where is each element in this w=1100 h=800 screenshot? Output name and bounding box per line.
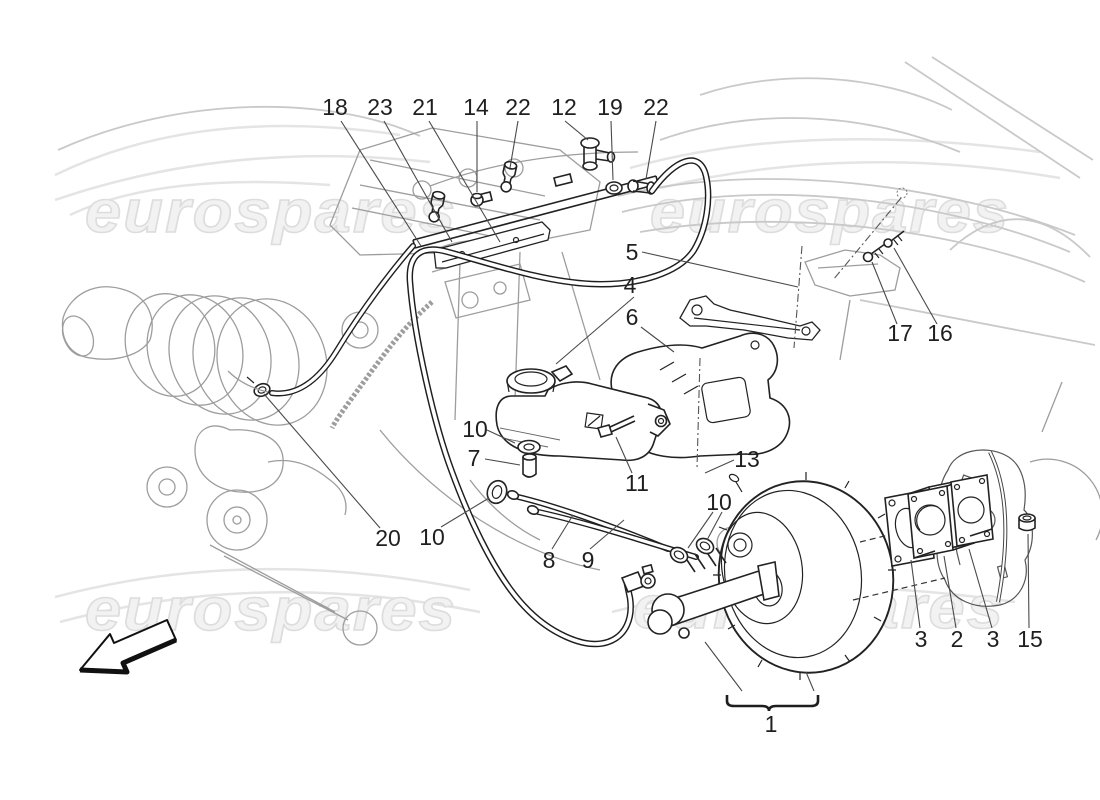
bushing-7 [522, 453, 537, 478]
part-callout: 9 [582, 547, 595, 573]
grommet-10 [517, 439, 541, 455]
part-callout: 12 [551, 94, 577, 120]
part-callout: 2 [951, 626, 964, 652]
part-callout: 20 [375, 525, 401, 551]
screw-17 [862, 243, 886, 263]
part-callout: 3 [987, 626, 1000, 652]
part-callout: 8 [543, 547, 556, 573]
brake-pipe-rail [412, 137, 659, 269]
part-callout: 15 [1017, 626, 1043, 652]
part-callout: 23 [367, 94, 393, 120]
part-callout: 10 [462, 416, 488, 442]
brake-servo [713, 472, 951, 680]
part-callout: 22 [643, 94, 669, 120]
part-callout: 17 [887, 320, 913, 346]
screw-16 [883, 230, 905, 248]
clamp-bolt-fitting [500, 160, 518, 193]
callout-labels: 18 23 21 14 22 12 19 22 5 4 6 17 16 10 7… [322, 94, 1043, 737]
gasket-3-right [950, 474, 994, 547]
ring-washer-19 [605, 181, 623, 195]
watermark-text: eurospares [85, 178, 457, 245]
part-callout: 1 [765, 711, 778, 737]
part-callout: 10 [419, 524, 445, 550]
nut-15 [1018, 513, 1036, 532]
part-callout: 3 [915, 626, 928, 652]
bolt-11 [596, 415, 636, 438]
part-callout: 21 [412, 94, 438, 120]
part-callout: 13 [734, 446, 760, 472]
watermark-text: eurospares [85, 576, 457, 643]
delivery-pipes [506, 489, 699, 560]
construction-lines [696, 187, 908, 469]
mounting-bracket [679, 295, 821, 341]
banjo-fitting [620, 563, 656, 594]
o-ring-10 [486, 479, 508, 505]
elbow-fitting-12 [580, 137, 616, 171]
part-callout: 7 [468, 445, 481, 471]
servo-vacuum-hose [406, 157, 712, 648]
car-body-line-art [57, 56, 1096, 346]
part-callout: 19 [597, 94, 623, 120]
part-callout: 6 [626, 304, 639, 330]
brake-fluid-reservoir [486, 365, 671, 505]
leader-lines [263, 120, 1030, 692]
hose-clamp-10 [695, 537, 715, 555]
hose-clamp-10 [669, 546, 689, 564]
brace-item-1 [725, 695, 820, 712]
hose-to-engine-20 [227, 243, 416, 398]
orientation-arrow-icon [79, 619, 177, 675]
part-callout: 5 [626, 239, 639, 265]
part-callout: 22 [505, 94, 531, 120]
part-callout: 18 [322, 94, 348, 120]
clamp-bolt-fitting [428, 190, 446, 223]
master-cylinder [620, 537, 780, 639]
part-callout: 16 [927, 320, 953, 346]
part-callout: 10 [706, 489, 732, 515]
part-callout: 11 [625, 470, 649, 496]
part-callout: 14 [463, 94, 489, 120]
part-callout: 4 [624, 272, 637, 298]
